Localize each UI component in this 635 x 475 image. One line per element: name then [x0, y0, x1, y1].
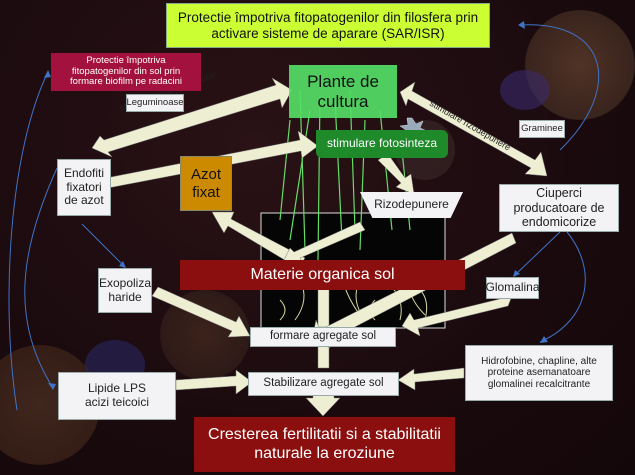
soil-protection-box: Protectie împotriva fitopatogenilor din … — [51, 53, 201, 91]
leguminoase-label: Leguminoase — [126, 94, 184, 112]
link-endofiti-lipide — [24, 167, 58, 389]
cresterea-fertilitatii-box: Cresterea fertilitatii si a stabilitatii… — [194, 417, 455, 472]
exopolizaharide-box: Exopoliza haride — [98, 268, 152, 313]
stimulare-fotosinteza-box: stimulare fotosinteza — [316, 130, 448, 158]
link-ciuperci-filosfera — [519, 24, 600, 151]
formare-agregate-box: formare agregate sol — [250, 327, 396, 347]
plante-de-cultura-box: Plante de cultura — [289, 65, 397, 118]
rizodepunere-box: Rizodepunere — [360, 192, 463, 218]
glomalina-box: Glomalina — [485, 277, 540, 299]
lipide-box: Lipide LPS acizi teicoici — [58, 372, 176, 420]
filosfera-protection-box: Protectie împotriva fitopatogenilor din … — [166, 3, 490, 48]
arrow-plante-rizodepunere — [377, 153, 415, 195]
link-to-soil-protection — [8, 71, 49, 411]
arrow-lipide-stabilizare — [175, 369, 253, 395]
arrow-glomalina-formare — [401, 295, 513, 337]
thin-links — [8, 24, 600, 411]
azot-fixat-box: Azot fixat — [180, 156, 232, 211]
arrow-rizodepunere — [399, 81, 548, 177]
background-orb — [500, 70, 550, 110]
link-ciuperci-glomalina — [514, 231, 561, 276]
hidrofobine-box: Hidrofobine, chapline, alte proteine ase… — [465, 345, 613, 401]
stabilizare-agregate-box: Stabilizare agregate sol — [248, 372, 399, 396]
endofiti-box: Endofiti fixatori de azot — [57, 159, 111, 216]
link-endofiti-exopoliza — [81, 223, 125, 267]
graminee-label: Graminee — [519, 120, 565, 138]
arrow-stabilizare-cresterea — [305, 393, 341, 417]
materie-organica-box: Materie organica sol — [180, 260, 465, 290]
link-ciuperci-hidrofobine — [539, 231, 586, 343]
arrow-trunk — [317, 286, 330, 328]
ciuperci-box: Ciuperci producatoare de endomicorize — [499, 184, 619, 232]
arrow-hidrofobine-stabilizare — [397, 367, 465, 391]
arrow-exopoliza-formare — [151, 286, 251, 338]
arrow-trunk-2 — [317, 345, 330, 369]
